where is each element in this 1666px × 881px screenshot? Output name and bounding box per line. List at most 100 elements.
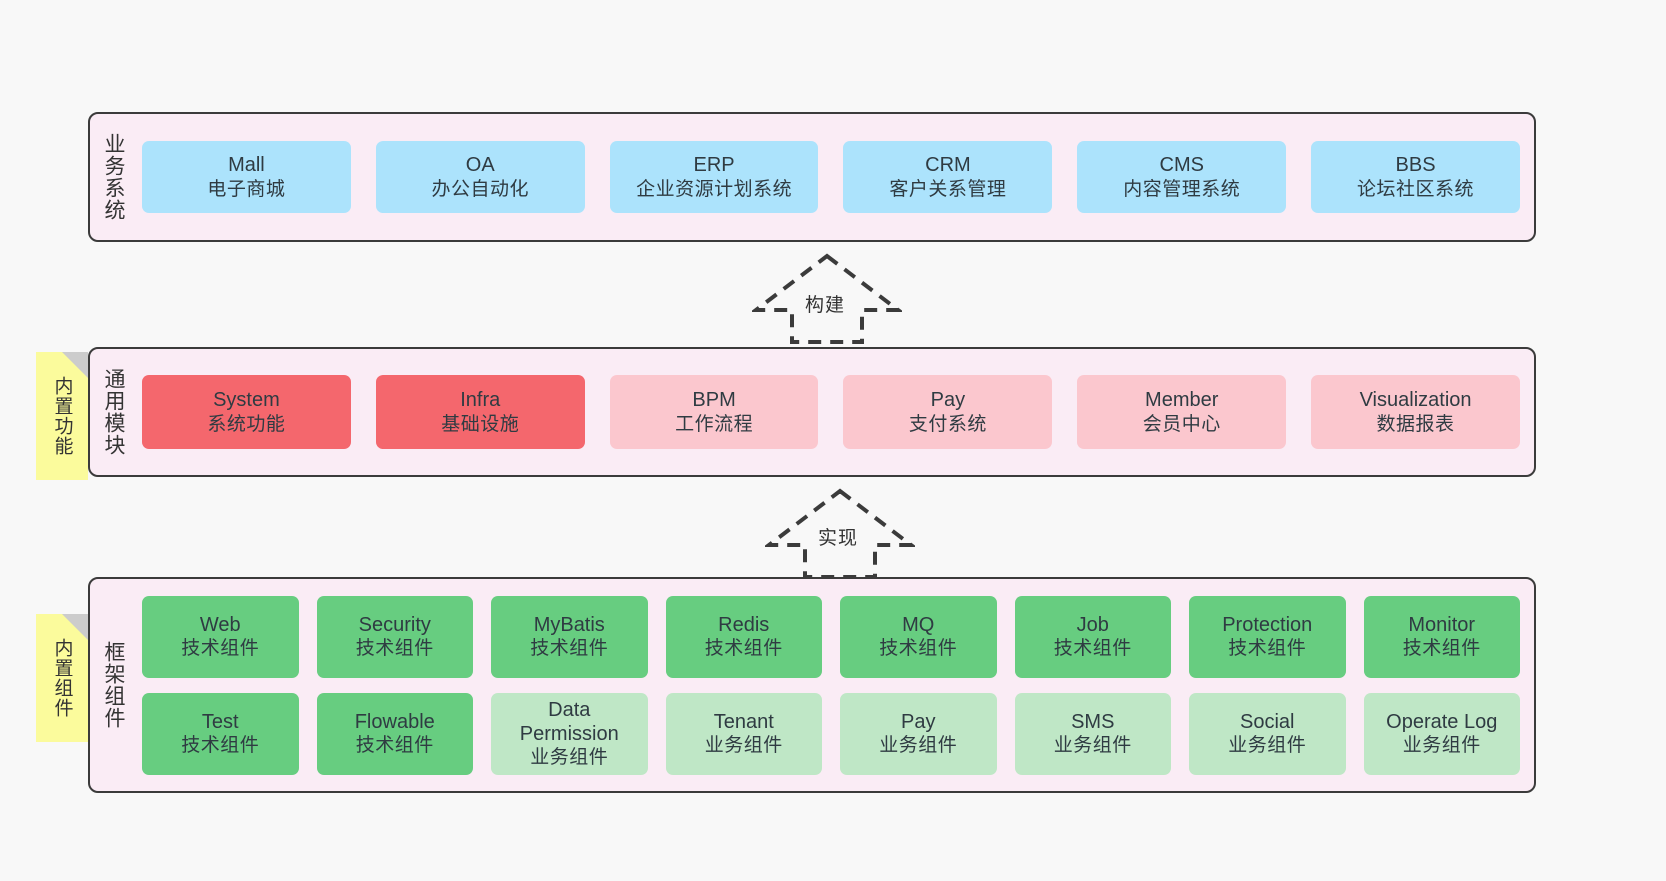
card-title-en: Flowable <box>354 710 435 733</box>
card-job[interactable]: Job 技术组件 <box>1014 595 1171 678</box>
card-data-permission[interactable]: Data Permission 业务组件 <box>491 692 648 775</box>
card-title-en: Data Permission <box>519 698 619 745</box>
card-flowable[interactable]: Flowable 技术组件 <box>316 692 473 775</box>
card-web[interactable]: Web 技术组件 <box>142 595 299 678</box>
card-title-en: Visualization <box>1359 389 1472 412</box>
card-row: Web 技术组件 Security 技术组件 MyBatis 技术组件 Redi… <box>142 595 1520 678</box>
card-title-en: CMS <box>1159 154 1204 177</box>
card-title-cn: 技术组件 <box>181 735 260 757</box>
card-security[interactable]: Security 技术组件 <box>316 595 473 678</box>
card-title-cn: 电子商城 <box>207 178 286 200</box>
card-mall[interactable]: Mall 电子商城 <box>142 141 351 213</box>
card-title-cn: 业务组件 <box>1402 735 1481 757</box>
card-title-en: BBS <box>1395 154 1436 177</box>
card-sms[interactable]: SMS 业务组件 <box>1014 692 1171 775</box>
card-operate-log[interactable]: Operate Log 业务组件 <box>1363 692 1520 775</box>
card-title-en: Operate Log <box>1386 710 1498 733</box>
layer-title-framework: 框架组件 <box>101 641 125 729</box>
card-title-cn: 业务组件 <box>530 747 609 769</box>
layer-body-business: Mall 电子商城 OA 办公自动化 ERP 企业资源计划系统 CRM 客户关系… <box>136 114 1534 240</box>
card-title-cn: 技术组件 <box>704 638 783 660</box>
card-crm[interactable]: CRM 客户关系管理 <box>843 141 1053 213</box>
card-title-en: Tenant <box>713 710 774 733</box>
card-mybatis[interactable]: MyBatis 技术组件 <box>491 595 648 678</box>
card-title-cn: 技术组件 <box>355 638 434 660</box>
sticky-note-builtin-components: 内置组件 <box>36 614 88 742</box>
card-title-en: Pay <box>930 389 966 412</box>
folded-corner-icon <box>62 352 88 378</box>
card-title-en: SMS <box>1071 710 1115 733</box>
card-monitor[interactable]: Monitor 技术组件 <box>1363 595 1520 678</box>
card-title-en: Social <box>1240 710 1295 733</box>
card-title-cn: 技术组件 <box>1053 638 1132 660</box>
card-title-cn: 基础设施 <box>441 413 520 435</box>
card-title-en: Security <box>358 613 431 636</box>
card-title-cn: 技术组件 <box>181 638 260 660</box>
card-title-en: Pay <box>901 710 936 733</box>
card-title-en: OA <box>465 154 495 177</box>
card-title-cn: 客户关系管理 <box>889 178 1007 200</box>
card-title-en: ERP <box>693 154 735 177</box>
card-title-en: Job <box>1076 613 1109 636</box>
card-title-cn: 业务组件 <box>1053 735 1132 757</box>
card-title-en: MyBatis <box>533 613 605 636</box>
card-pay-component[interactable]: Pay 业务组件 <box>840 692 997 775</box>
card-test[interactable]: Test 技术组件 <box>142 692 299 775</box>
card-title-cn: 会员中心 <box>1142 413 1221 435</box>
card-title-en: Redis <box>718 613 770 636</box>
card-bbs[interactable]: BBS 论坛社区系统 <box>1311 141 1520 213</box>
card-title-cn: 数据报表 <box>1376 413 1455 435</box>
card-title-en: Protection <box>1222 613 1313 636</box>
card-cms[interactable]: CMS 内容管理系统 <box>1077 141 1287 213</box>
card-system[interactable]: System 系统功能 <box>142 375 351 449</box>
layer-business-systems: 业务系统 Mall 电子商城 OA 办公自动化 ERP 企业资源计划系统 CRM… <box>88 112 1536 242</box>
layer-common-modules: 通用模块 System 系统功能 Infra 基础设施 BPM 工作流程 Pay… <box>88 347 1536 477</box>
card-mq[interactable]: MQ 技术组件 <box>840 595 997 678</box>
card-title-cn: 技术组件 <box>1402 638 1481 660</box>
card-oa[interactable]: OA 办公自动化 <box>375 141 585 213</box>
card-title-cn: 技术组件 <box>355 735 434 757</box>
folded-corner-icon <box>62 614 88 640</box>
card-title-cn: 办公自动化 <box>431 178 529 200</box>
card-title-en: Monitor <box>1408 613 1476 636</box>
layer-framework-components: 框架组件 Web 技术组件 Security 技术组件 MyBatis 技术组件… <box>88 577 1536 793</box>
sticky-note-builtin-features: 内置功能 <box>36 352 88 480</box>
connector-build-label: 构建 <box>805 295 846 316</box>
layer-title-business: 业务系统 <box>101 133 125 221</box>
card-title-en: BPM <box>692 389 736 412</box>
card-bpm[interactable]: BPM 工作流程 <box>609 375 819 449</box>
card-title-en: Member <box>1145 389 1219 412</box>
card-title-cn: 论坛社区系统 <box>1357 178 1475 200</box>
card-row: Mall 电子商城 OA 办公自动化 ERP 企业资源计划系统 CRM 客户关系… <box>142 141 1520 213</box>
card-title-en: Test <box>201 710 239 733</box>
card-title-en: CRM <box>925 154 971 177</box>
card-redis[interactable]: Redis 技术组件 <box>665 595 822 678</box>
card-infra[interactable]: Infra 基础设施 <box>375 375 585 449</box>
card-row: System 系统功能 Infra 基础设施 BPM 工作流程 Pay 支付系统… <box>142 375 1520 449</box>
card-protection[interactable]: Protection 技术组件 <box>1189 595 1346 678</box>
card-title-en: Infra <box>460 389 501 412</box>
card-member[interactable]: Member 会员中心 <box>1077 375 1287 449</box>
card-title-cn: 支付系统 <box>908 413 987 435</box>
card-title-cn: 业务组件 <box>1228 735 1307 757</box>
card-tenant[interactable]: Tenant 业务组件 <box>665 692 822 775</box>
card-title-cn: 技术组件 <box>879 638 958 660</box>
card-title-cn: 企业资源计划系统 <box>636 178 793 200</box>
card-title-en: System <box>213 389 280 412</box>
card-title-cn: 技术组件 <box>1228 638 1307 660</box>
card-title-cn: 技术组件 <box>530 638 609 660</box>
note-text: 内置组件 <box>51 638 73 718</box>
card-title-cn: 业务组件 <box>704 735 783 757</box>
card-erp[interactable]: ERP 企业资源计划系统 <box>609 141 819 213</box>
card-pay[interactable]: Pay 支付系统 <box>843 375 1053 449</box>
card-title-cn: 工作流程 <box>675 413 754 435</box>
card-title-cn: 系统功能 <box>207 413 286 435</box>
card-social[interactable]: Social 业务组件 <box>1189 692 1346 775</box>
layer-body-common: System 系统功能 Infra 基础设施 BPM 工作流程 Pay 支付系统… <box>136 349 1534 475</box>
note-text: 内置功能 <box>51 376 73 456</box>
card-title-en: Web <box>199 613 241 636</box>
card-title-en: Mall <box>228 154 265 177</box>
card-title-cn: 业务组件 <box>879 735 958 757</box>
card-visualization[interactable]: Visualization 数据报表 <box>1311 375 1520 449</box>
card-title-en: MQ <box>902 613 935 636</box>
